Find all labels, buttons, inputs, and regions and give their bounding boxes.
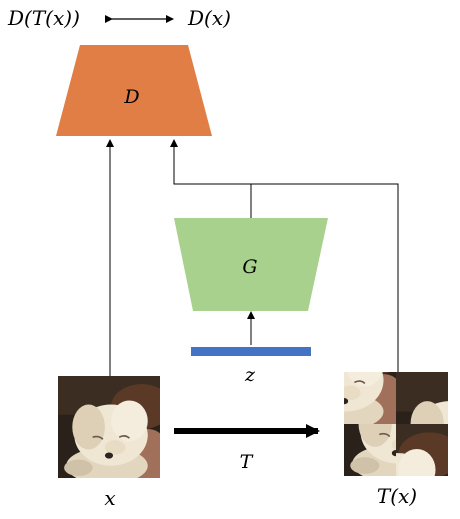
generator-block: [174, 218, 328, 311]
input-image-label: x: [104, 486, 115, 510]
label-d-of-x: D(x): [187, 6, 231, 30]
discriminator-block: [56, 45, 212, 136]
input-image: [58, 376, 160, 478]
noise-bar: [191, 347, 311, 356]
discriminator-label: D: [123, 86, 139, 108]
label-d-of-t-x: D(T(x)): [7, 6, 80, 30]
transformed-image-label: T(x): [377, 484, 417, 508]
generator-label: G: [242, 256, 257, 278]
transform-label: T: [240, 451, 254, 473]
connector-tx-to-d: [173, 140, 399, 372]
noise-label: z: [244, 364, 256, 386]
